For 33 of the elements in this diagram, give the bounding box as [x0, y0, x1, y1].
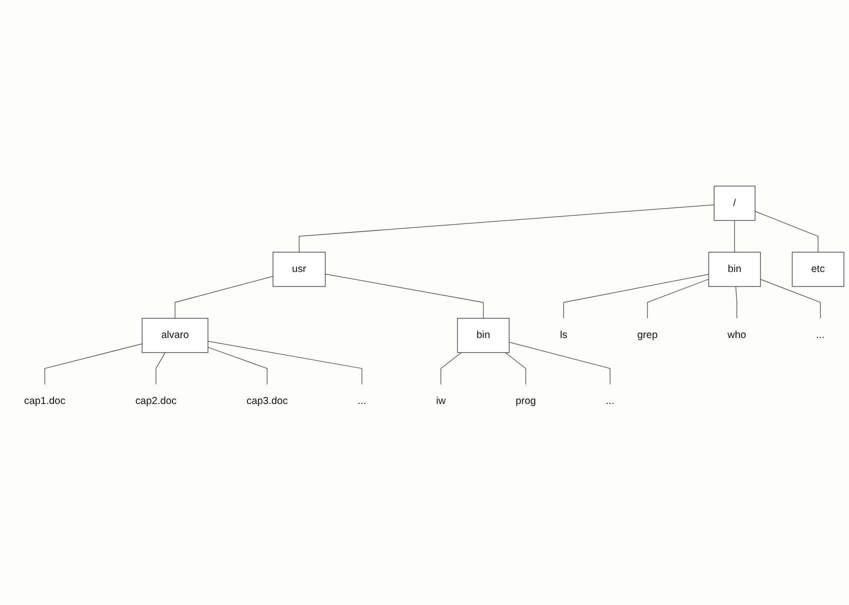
node-text: grep: [637, 330, 658, 341]
connector: [440, 352, 462, 385]
node-box: usr: [272, 252, 326, 287]
connector: [760, 279, 821, 319]
connector: [563, 274, 710, 319]
node-box: alvaro: [142, 318, 208, 354]
node-box: bin: [708, 252, 761, 287]
connector: [208, 341, 362, 385]
connector: [156, 352, 166, 385]
node-text: ls: [560, 330, 568, 341]
node-text: iw: [436, 396, 446, 407]
connector: [734, 220, 735, 253]
connector: [508, 342, 610, 385]
node-text: cap2.doc: [135, 396, 177, 407]
connector: [174, 276, 274, 319]
node-text: ...: [606, 396, 614, 407]
node-text: prog: [516, 396, 536, 407]
connector: [735, 286, 738, 319]
connector: [505, 352, 526, 385]
node-text: who: [728, 330, 746, 341]
node-text: cap3.doc: [246, 396, 288, 407]
connector: [647, 278, 710, 319]
node-box: bin: [457, 318, 510, 354]
connector: [44, 344, 142, 385]
node-text: ...: [358, 396, 366, 407]
node-text: ...: [816, 330, 825, 341]
connector: [208, 347, 268, 385]
connector: [324, 274, 484, 319]
connector: [754, 211, 818, 253]
node-text: cap1.doc: [24, 396, 66, 407]
node-box: /: [714, 186, 756, 221]
connector: [298, 204, 714, 253]
node-box: etc: [792, 252, 844, 287]
